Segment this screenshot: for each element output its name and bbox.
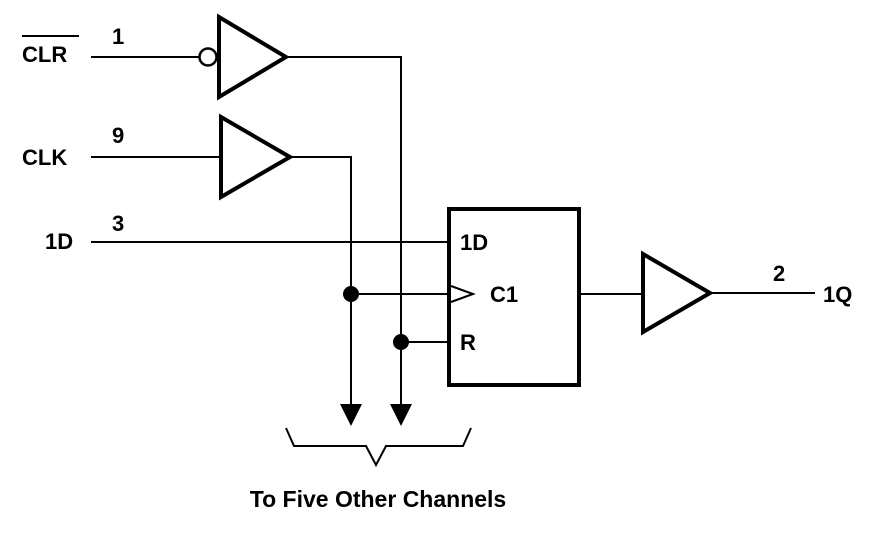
d-pin-number: 3 <box>112 211 124 236</box>
clr-inversion-bubble <box>198 47 218 67</box>
clr-label: CLR <box>22 42 67 67</box>
clr-input-buffer <box>217 13 290 101</box>
clock-edge-triangle <box>450 285 476 303</box>
clk-pin-number: 9 <box>112 123 124 148</box>
clk-down-arrow-icon <box>340 404 362 426</box>
clk-label: CLK <box>22 145 67 170</box>
reset-junction-dot <box>393 334 409 350</box>
d-input: 1D 3 <box>45 211 449 254</box>
d-flipflop: 1D C1 R <box>447 207 581 387</box>
flipflop-box <box>447 207 581 387</box>
channels-caption: To Five Other Channels <box>250 486 506 512</box>
channels-brace <box>285 427 472 468</box>
clk-input-buffer <box>219 113 294 201</box>
q-output: 2 1Q <box>579 250 852 336</box>
ff-d-label: 1D <box>460 230 488 255</box>
clr-input: CLR 1 <box>22 13 402 406</box>
clr-down-arrow-icon <box>390 404 412 426</box>
output-buffer <box>641 250 714 336</box>
ff-clock-label: C1 <box>490 282 518 307</box>
q-pin-number: 2 <box>773 261 785 286</box>
clk-input: CLK 9 <box>22 113 352 406</box>
q-output-label: 1Q <box>823 282 852 307</box>
clock-junction-dot <box>343 286 359 302</box>
clk-internal-bus <box>290 156 352 406</box>
clr-internal-bus <box>286 56 402 406</box>
clr-pin-number: 1 <box>112 24 124 49</box>
ff-reset-label: R <box>460 330 476 355</box>
d-input-label: 1D <box>45 229 73 254</box>
